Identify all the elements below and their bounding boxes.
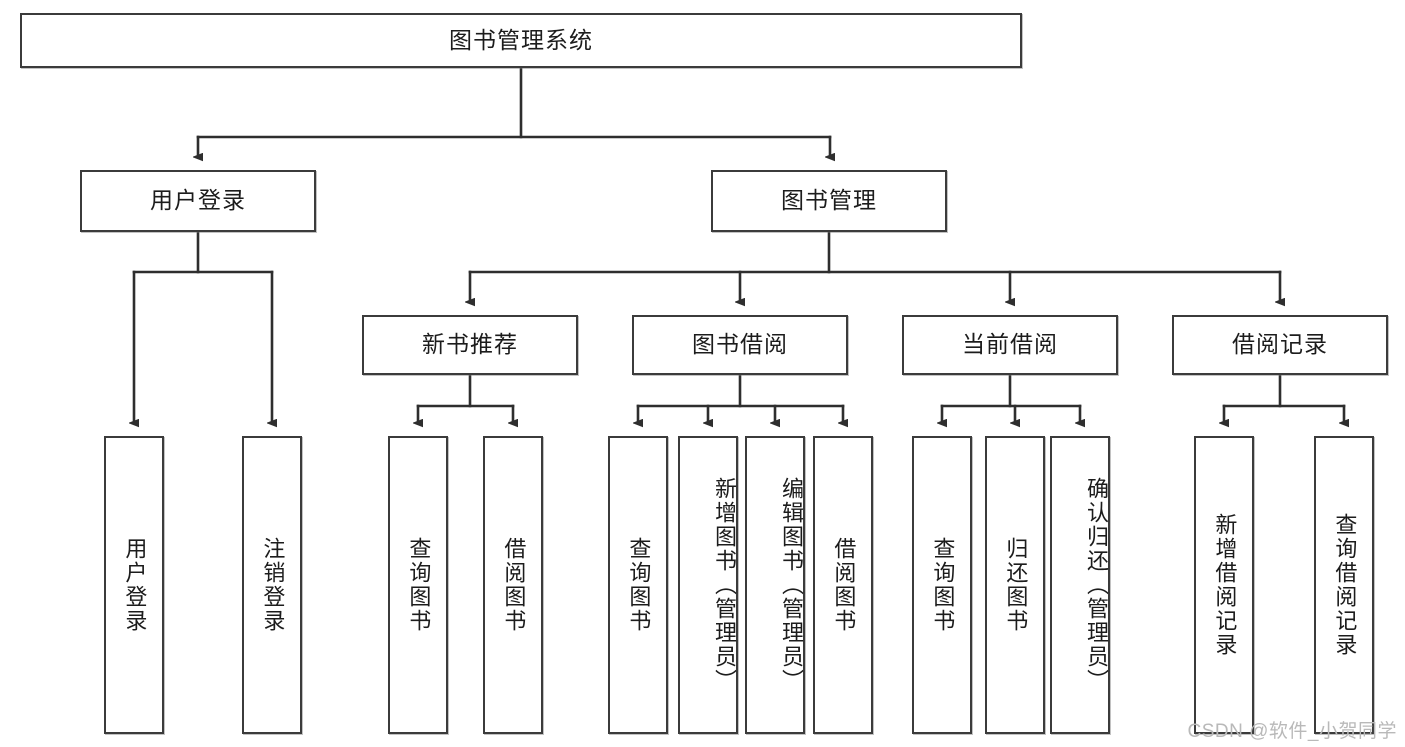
node-leaf-query-borrow-record[interactable]: 查询借阅记录 xyxy=(1314,436,1374,734)
node-borrow-records-label: 借阅记录 xyxy=(1232,331,1328,358)
node-leaf-confirm-return-admin[interactable]: 确认归还（管理员） xyxy=(1050,436,1110,734)
node-current-borrow-label: 当前借阅 xyxy=(962,331,1058,358)
node-leaf-borrow-book[interactable]: 借阅图书 xyxy=(813,436,873,734)
node-leaf-logout-label: 注销登录 xyxy=(260,537,286,633)
node-book-management[interactable]: 图书管理 xyxy=(711,170,947,232)
node-user-login-label: 用户登录 xyxy=(150,187,246,214)
node-leaf-add-book-admin-label: 新增图书（管理员） xyxy=(712,477,737,693)
node-leaf-borrow-book-label: 借阅图书 xyxy=(831,537,857,633)
node-leaf-add-borrow-record-label: 新增借阅记录 xyxy=(1212,513,1238,657)
node-leaf-borrow-book-rec-label: 借阅图书 xyxy=(501,537,527,633)
node-book-borrow[interactable]: 图书借阅 xyxy=(632,315,848,375)
node-leaf-query-book-borrow[interactable]: 查询图书 xyxy=(608,436,668,734)
node-leaf-query-book-current[interactable]: 查询图书 xyxy=(912,436,972,734)
node-borrow-records[interactable]: 借阅记录 xyxy=(1172,315,1388,375)
node-leaf-edit-book-admin-label: 编辑图书（管理员） xyxy=(779,477,804,693)
node-current-borrow[interactable]: 当前借阅 xyxy=(902,315,1118,375)
node-leaf-add-borrow-record[interactable]: 新增借阅记录 xyxy=(1194,436,1254,734)
node-leaf-query-book-current-label: 查询图书 xyxy=(930,537,956,633)
node-new-book-recommend[interactable]: 新书推荐 xyxy=(362,315,578,375)
node-leaf-return-book-label: 归还图书 xyxy=(1003,537,1029,633)
node-book-borrow-label: 图书借阅 xyxy=(692,331,788,358)
node-user-login[interactable]: 用户登录 xyxy=(80,170,316,232)
node-leaf-borrow-book-rec[interactable]: 借阅图书 xyxy=(483,436,543,734)
node-leaf-add-book-admin[interactable]: 新增图书（管理员） xyxy=(678,436,738,734)
node-leaf-user-login-label: 用户登录 xyxy=(122,537,148,633)
node-leaf-confirm-return-admin-label: 确认归还（管理员） xyxy=(1084,477,1109,693)
csdn-watermark: CSDN @软件_小贺同学 xyxy=(1187,721,1397,742)
node-leaf-query-borrow-record-label: 查询借阅记录 xyxy=(1332,513,1358,657)
node-leaf-return-book[interactable]: 归还图书 xyxy=(985,436,1045,734)
node-new-book-recommend-label: 新书推荐 xyxy=(422,331,518,358)
node-leaf-user-login[interactable]: 用户登录 xyxy=(104,436,164,734)
node-leaf-edit-book-admin[interactable]: 编辑图书（管理员） xyxy=(745,436,805,734)
node-leaf-query-book-borrow-label: 查询图书 xyxy=(626,537,652,633)
node-root-label: 图书管理系统 xyxy=(449,26,593,53)
node-leaf-query-book-rec[interactable]: 查询图书 xyxy=(388,436,448,734)
node-book-management-label: 图书管理 xyxy=(781,187,877,214)
node-leaf-query-book-rec-label: 查询图书 xyxy=(406,537,432,633)
node-root[interactable]: 图书管理系统 xyxy=(20,13,1022,68)
node-leaf-logout[interactable]: 注销登录 xyxy=(242,436,302,734)
